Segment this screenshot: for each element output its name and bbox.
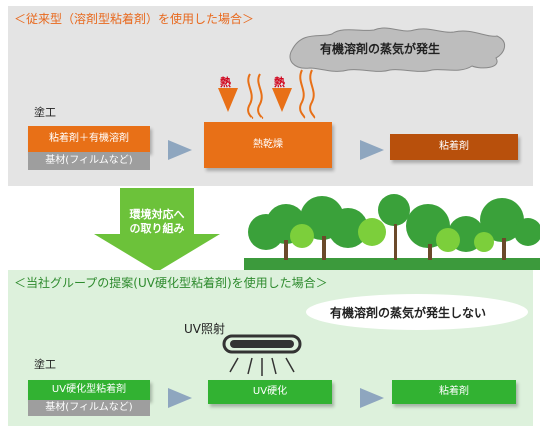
heat-drying-layer: 熱乾燥 [204, 122, 332, 168]
heat-label-1: 熱 [220, 76, 231, 89]
tree-icon [244, 194, 540, 270]
proposal-title: ＜当社グループの提案(UV硬化型粘着剤)を使用した場合＞ [14, 276, 328, 290]
no-vapor-bubble [306, 294, 528, 330]
uv-lamp-icon [222, 334, 302, 376]
adhesive-result-bottom: 粘着剤 [392, 380, 516, 404]
uv-adhesive-layer: UV硬化型粘着剤 [28, 380, 150, 400]
environment-arrow-icon [94, 188, 220, 272]
environment-arrow-text: 環境対応へ の取り組み [129, 208, 185, 235]
vapor-text: 有機溶剤の蒸気が発生 [320, 42, 441, 56]
coating-label-top: 塗工 [34, 106, 56, 119]
process-arrow-icon [360, 140, 384, 160]
heat-arrow-icon [218, 69, 316, 119]
process-arrow-icon [360, 388, 384, 408]
heat-label-2: 熱 [274, 76, 285, 89]
base-film-layer-top: 基材(フィルムなど) [28, 152, 150, 170]
adhesive-result-top: 粘着剤 [390, 134, 518, 160]
solvent-adhesive-layer: 粘着剤＋有機溶剤 [28, 126, 150, 152]
uv-label: UV照射 [184, 322, 225, 336]
process-arrow-icon [168, 388, 192, 408]
process-arrow-icon [168, 140, 192, 160]
conventional-title: ＜従来型（溶剤型粘着剤）を使用した場合＞ [14, 12, 255, 26]
vapor-cloud-icon [289, 27, 506, 72]
base-film-layer-bottom: 基材(フィルムなど) [28, 400, 150, 416]
uv-curing-layer: UV硬化 [208, 380, 332, 404]
no-vapor-text: 有機溶剤の蒸気が発生しない [330, 306, 487, 320]
coating-label-bottom: 塗工 [34, 358, 56, 371]
